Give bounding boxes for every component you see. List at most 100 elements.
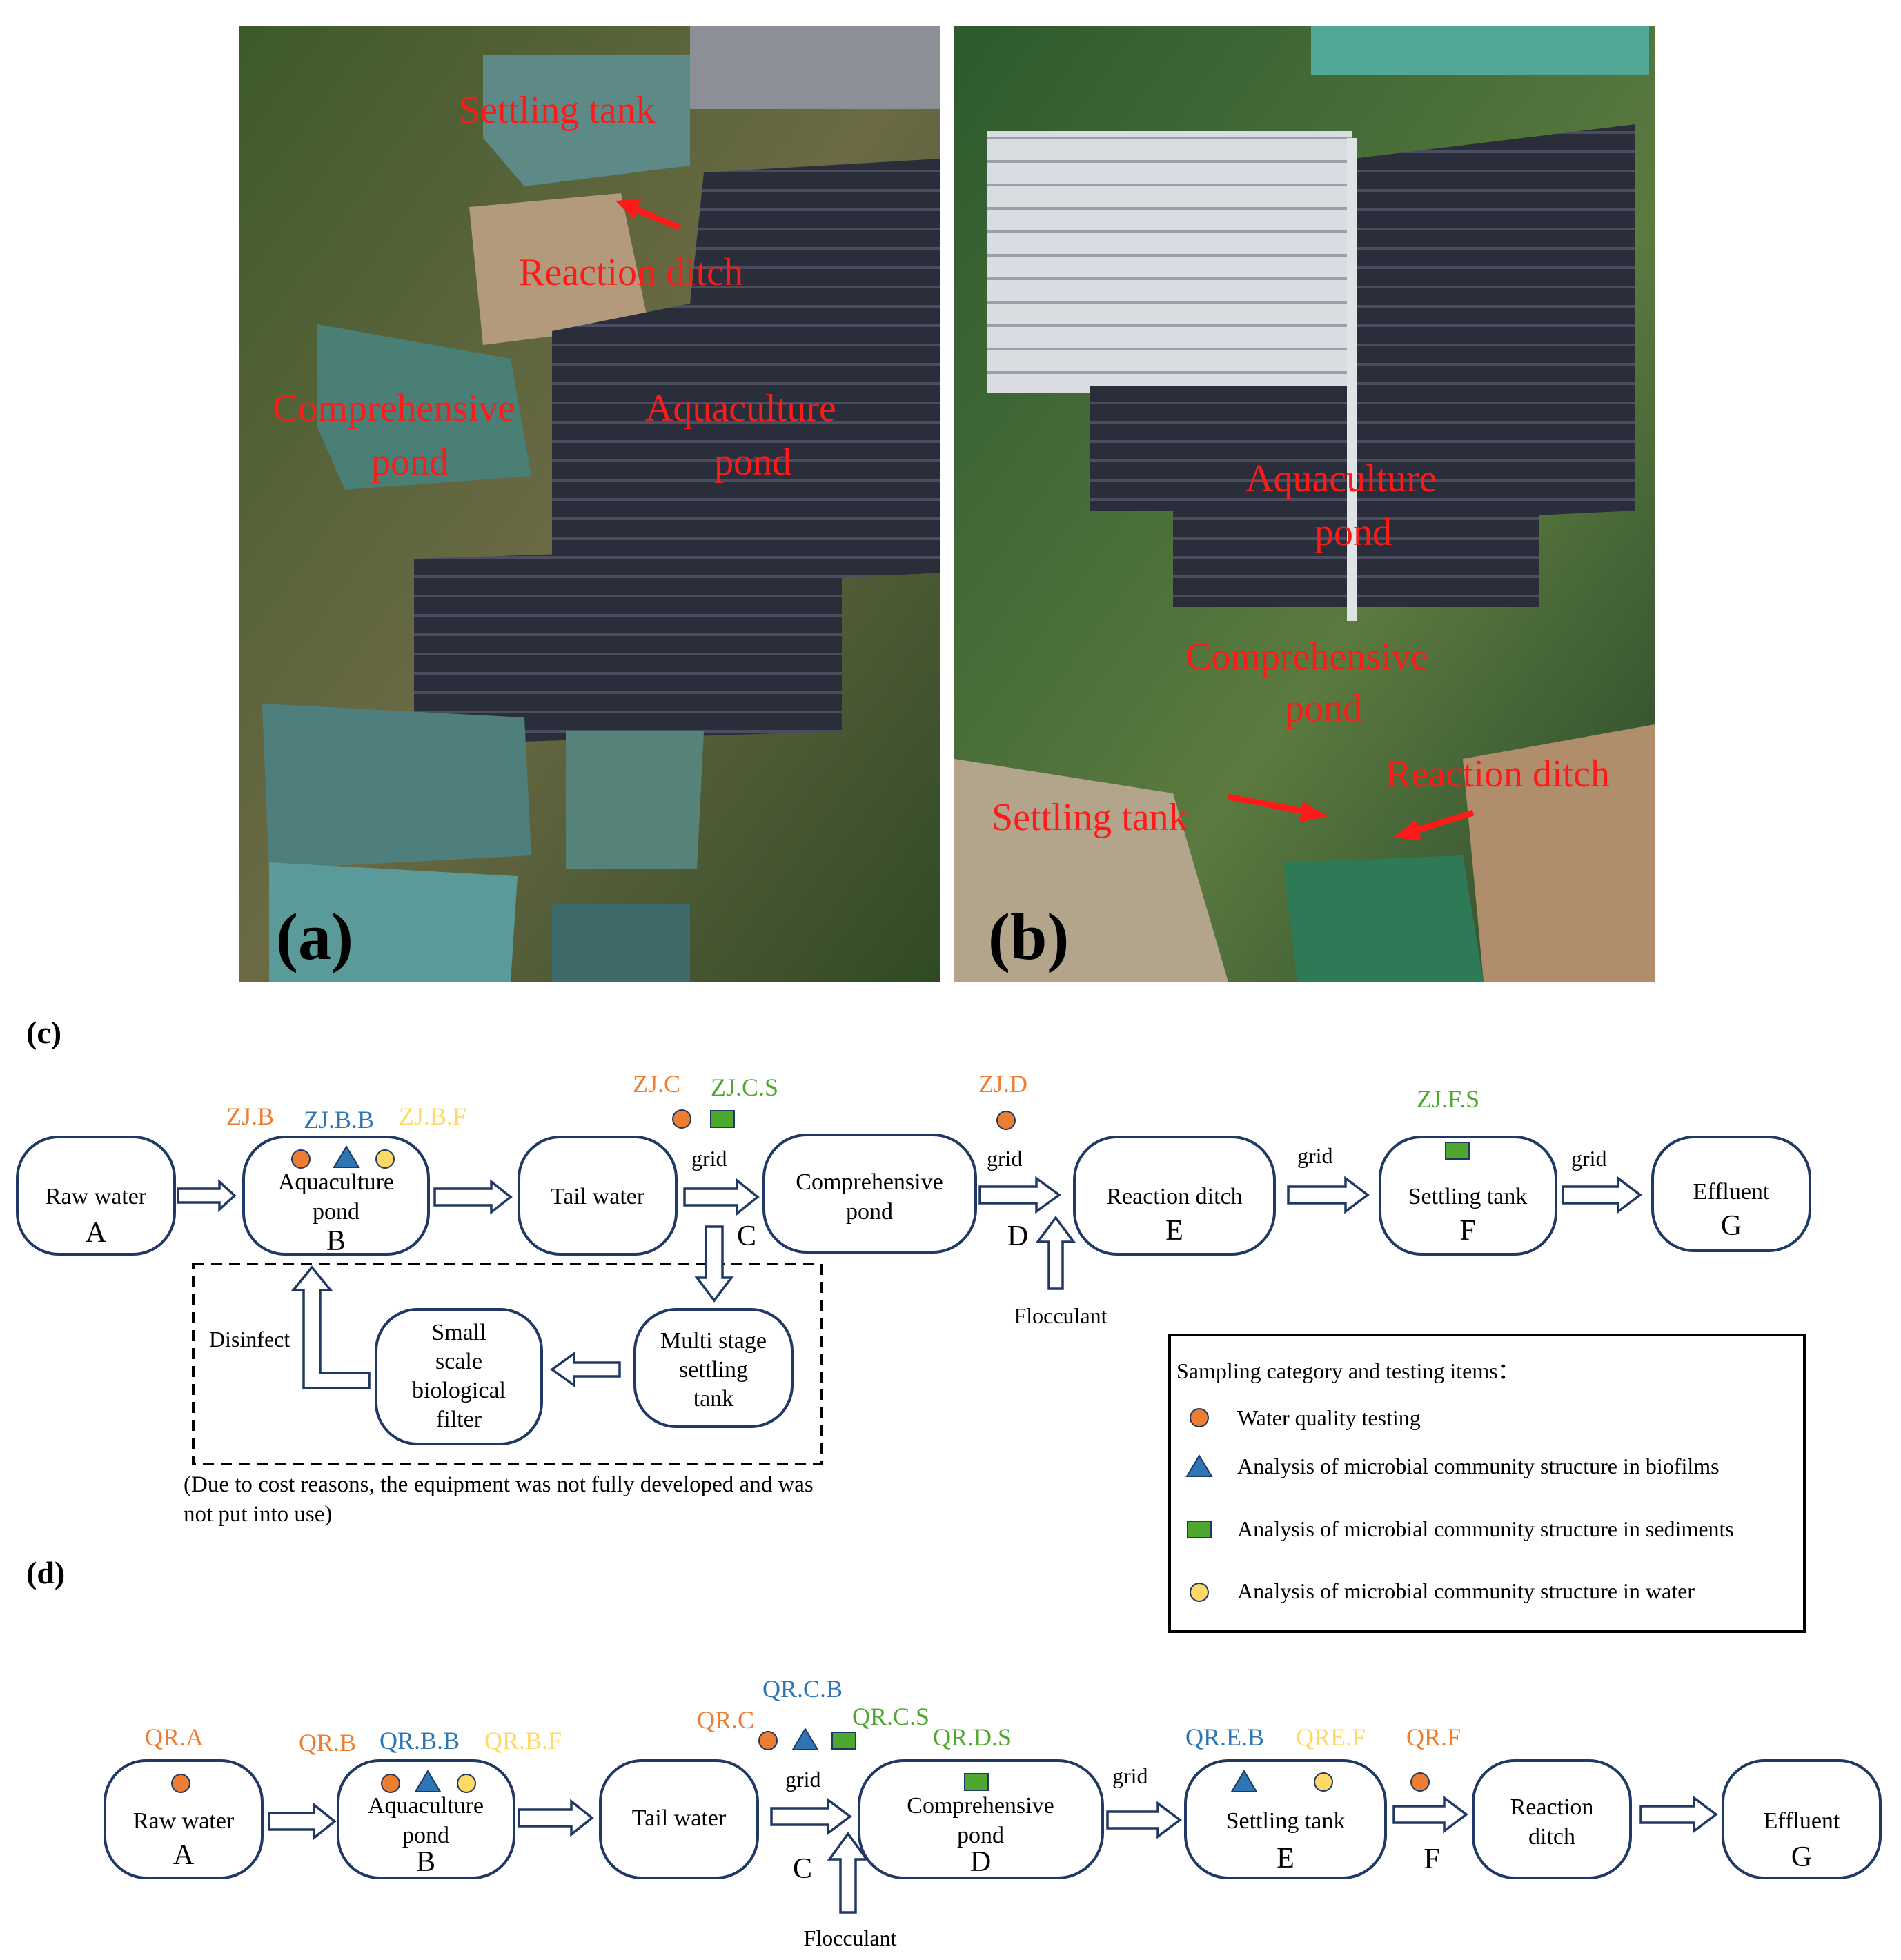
node-c-settling-tank: Settling tank F	[1379, 1136, 1557, 1256]
biofilm-marker	[414, 1770, 442, 1792]
svg-text:Raw water: Raw water	[133, 1808, 235, 1834]
sediment-marker	[710, 1110, 735, 1128]
water-community-marker	[1314, 1772, 1333, 1792]
svg-text:Effluent: Effluent	[1764, 1808, 1840, 1834]
svg-text:Reaction ditch: Reaction ditch	[1106, 1184, 1242, 1209]
node-c-effluent: Effluent G	[1651, 1136, 1811, 1252]
point-f-label-d: F	[1424, 1843, 1439, 1875]
svg-text:scale: scale	[435, 1349, 482, 1374]
arrow-d-flocculant	[827, 1832, 869, 1914]
grid-label-c-2: grid	[987, 1146, 1023, 1171]
svg-text:Tail water: Tail water	[551, 1184, 645, 1209]
svg-text:ditch: ditch	[1528, 1824, 1575, 1850]
water-quality-marker	[1410, 1772, 1430, 1792]
svg-text:pond: pond	[846, 1199, 893, 1225]
legend-sediment-marker	[1187, 1521, 1212, 1538]
water-community-marker	[457, 1774, 476, 1793]
undeveloped-equipment-boundary	[192, 1263, 823, 1465]
sample-qrc-label: QR.C	[697, 1706, 754, 1734]
photo-b-reaction-ditch-label: Reaction ditch	[1386, 753, 1610, 795]
node-d-effluent: Effluent G	[1722, 1759, 1882, 1879]
svg-text:Tail water: Tail water	[632, 1805, 727, 1831]
sample-qrf-label: QR.F	[1406, 1723, 1461, 1751]
arrow-d-react-to-effluent	[1639, 1795, 1718, 1834]
svg-text:Settling tank: Settling tank	[1408, 1184, 1528, 1209]
node-c-small-scale-biological-filter: Small scale biological filter	[375, 1308, 543, 1445]
svg-text:G: G	[1721, 1210, 1742, 1242]
legend-item-sediment: Analysis of microbial community structur…	[1237, 1516, 1734, 1541]
node-c-aquaculture-pond: Aquaculture pond B	[242, 1136, 430, 1257]
note-line-1: (Due to cost reasons, the equipment was …	[184, 1472, 814, 1497]
point-d-label: D	[1007, 1220, 1028, 1252]
legend-biofilm-marker	[1185, 1454, 1213, 1477]
svg-text:settling: settling	[679, 1357, 748, 1383]
svg-text:pond: pond	[402, 1823, 449, 1848]
node-d-settling-tank: Settling tank E	[1184, 1759, 1387, 1879]
svg-text:Comprehensive: Comprehensive	[907, 1793, 1054, 1819]
panel-label-a: (a)	[276, 900, 353, 973]
arrow-d-aqua-to-tail	[518, 1799, 594, 1837]
photo-a-comprehensive-pond-label: pond	[371, 441, 449, 484]
photo-a-reaction-ditch-label: Reaction ditch	[519, 251, 743, 294]
flocculant-label-d: Flocculant	[803, 1926, 896, 1950]
grid-label-c-4: grid	[1571, 1146, 1607, 1171]
sample-qra-label: QR.A	[145, 1723, 204, 1751]
sample-zjcs-label: ZJ.C.S	[711, 1073, 778, 1101]
arrow-c-tail-to-comp	[683, 1178, 760, 1216]
photo-b-comprehensive-pond-label: pond	[1285, 687, 1362, 730]
photo-b-arrow-settling	[1228, 793, 1328, 822]
arrow-c-raw-to-aqua	[177, 1179, 237, 1212]
sample-zjfs-label: ZJ.F.S	[1417, 1085, 1479, 1113]
node-d-reaction-ditch: Reaction ditch	[1472, 1759, 1632, 1879]
arrow-c-filter-to-aqua	[290, 1265, 371, 1389]
biofilm-marker	[1230, 1770, 1258, 1792]
svg-text:D: D	[970, 1846, 991, 1878]
svg-text:Small: Small	[431, 1320, 486, 1345]
photo-b: Aquaculture pond Comprehensive pond Reac…	[954, 26, 1655, 982]
sediment-marker	[831, 1732, 856, 1750]
sample-qref-label: QRE.F	[1296, 1723, 1366, 1751]
svg-text:F: F	[1459, 1215, 1475, 1247]
arrow-c-settle-to-effluent	[1562, 1176, 1642, 1214]
svg-text:Settling tank: Settling tank	[1226, 1808, 1346, 1834]
sample-zjb-label: ZJ.B	[226, 1102, 274, 1130]
photo-b-comprehensive-label: Comprehensive	[1185, 635, 1428, 678]
node-d-comprehensive-pond: Comprehensive pond D	[858, 1759, 1104, 1879]
water-quality-marker	[758, 1731, 778, 1750]
svg-text:biological: biological	[412, 1378, 506, 1403]
svg-text:E: E	[1277, 1843, 1294, 1874]
water-quality-marker	[171, 1774, 190, 1793]
sample-zjbf-label: ZJ.B.F	[399, 1102, 466, 1130]
water-community-marker	[375, 1149, 395, 1169]
biofilm-marker	[791, 1728, 819, 1750]
sediment-marker	[1445, 1142, 1470, 1160]
svg-text:tank: tank	[693, 1386, 734, 1412]
svg-text:B: B	[326, 1225, 346, 1257]
node-c-comprehensive-pond: Comprehensive pond	[762, 1134, 977, 1254]
node-d-tail-water: Tail water	[599, 1759, 759, 1879]
arrow-d-raw-to-aqua	[268, 1802, 337, 1841]
node-d-raw-water: Raw water A	[104, 1759, 264, 1879]
photo-b-arrow-reaction	[1392, 809, 1475, 840]
node-c-multi-stage-settling-tank: Multi stage settling tank	[633, 1308, 794, 1428]
sample-qrds-label: QR.D.S	[933, 1723, 1012, 1751]
sample-zjd-label: ZJ.D	[978, 1070, 1027, 1098]
arrow-c-comp-to-react	[978, 1176, 1061, 1214]
svg-text:pond: pond	[313, 1199, 359, 1225]
water-quality-marker	[672, 1109, 691, 1129]
svg-text:G: G	[1791, 1841, 1812, 1873]
svg-text:filter: filter	[436, 1407, 482, 1432]
svg-text:Comprehensive: Comprehensive	[796, 1169, 943, 1195]
legend-water-quality-marker	[1190, 1408, 1209, 1427]
photo-b-aquaculture-pond-label: pond	[1314, 511, 1392, 554]
grid-label-d-2: grid	[1112, 1763, 1148, 1788]
panel-label-d: (d)	[26, 1555, 65, 1590]
node-c-tail-water: Tail water	[518, 1136, 678, 1256]
svg-text:Raw water: Raw water	[46, 1184, 147, 1209]
flocculant-label-c: Flocculant	[1014, 1303, 1107, 1328]
svg-text:A: A	[86, 1217, 107, 1249]
arrow-d-tail-to-comp	[770, 1797, 852, 1836]
grid-label-c-1: grid	[691, 1146, 727, 1171]
sample-zjc-label: ZJ.C	[633, 1070, 680, 1098]
svg-text:Reaction: Reaction	[1510, 1794, 1594, 1820]
